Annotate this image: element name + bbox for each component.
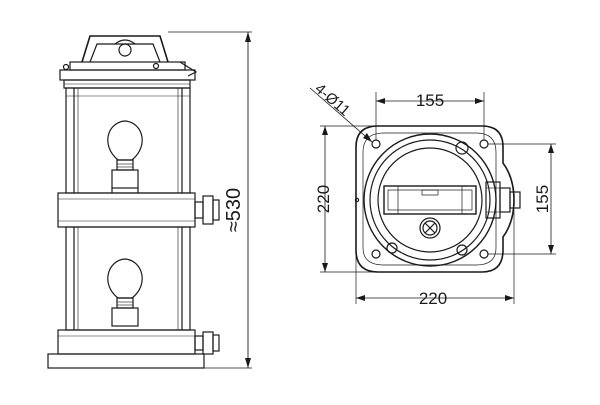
mounting-hole: [479, 249, 489, 259]
top-spacing-label: 155: [416, 91, 444, 110]
right-spacing-label: 155: [533, 185, 552, 213]
bottom-width-label: 220: [419, 289, 447, 308]
height-dimension: [168, 31, 252, 369]
upper-lens: [65, 87, 191, 194]
base: [47, 329, 220, 369]
upper-bulb-icon: [107, 120, 143, 193]
lower-bulb-icon: [107, 258, 143, 327]
middle-band: [57, 192, 220, 228]
flange: [355, 125, 515, 273]
handle: [81, 35, 169, 63]
mounting-hole: [479, 139, 489, 149]
hole-callout-leader: [309, 87, 373, 143]
lower-lens: [65, 226, 191, 331]
bottom-width-dimension: [355, 210, 515, 304]
mounting-holes: [371, 139, 489, 259]
top-handle: [383, 185, 477, 215]
left-height-dimension: [320, 125, 374, 273]
cable-gland: [485, 181, 521, 219]
top-spacing-dimension: [375, 92, 485, 140]
mounting-hole: [371, 249, 381, 259]
lamp-body-top: [354, 133, 497, 267]
height-dimension-label: ≈530: [223, 188, 245, 232]
left-height-label: 220: [314, 185, 333, 213]
top-cap: [59, 61, 198, 89]
top-view: 4-Ø11 155 155 220: [309, 80, 556, 308]
center-boss: [419, 217, 441, 239]
right-spacing-dimension: [488, 143, 556, 255]
hole-callout-label: 4-Ø11: [311, 80, 353, 119]
side-view: ≈530: [47, 31, 252, 369]
mounting-hole: [371, 139, 381, 149]
